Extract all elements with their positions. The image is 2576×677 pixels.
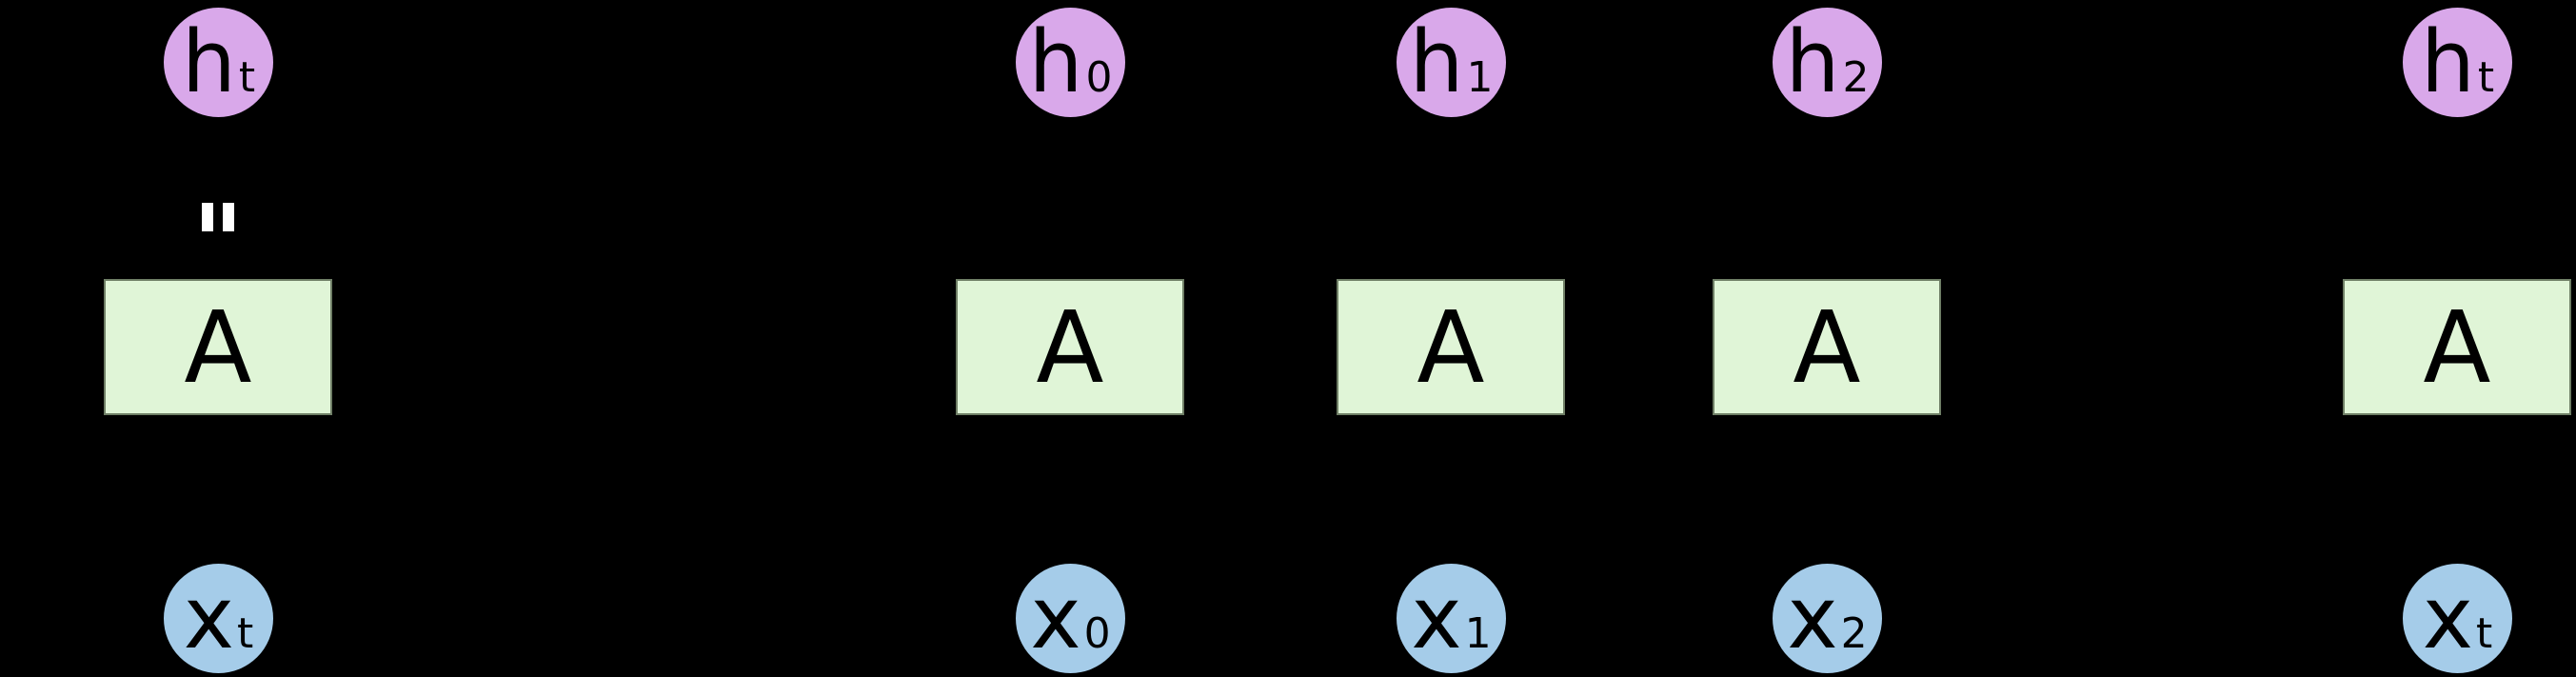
node-subscript: 2 — [1840, 608, 1868, 658]
equals-bar-right — [223, 203, 234, 231]
node-subscript: t — [2476, 608, 2493, 658]
cell-label: A — [184, 289, 252, 406]
cell-label: A — [2423, 289, 2491, 406]
node-subscript: 0 — [1083, 608, 1111, 658]
rnn-cell-rolled: A — [104, 279, 332, 415]
rnn-cell-2: A — [1713, 279, 1941, 415]
equals-icon — [202, 203, 234, 231]
node-label: h — [1028, 11, 1083, 112]
node-label: x — [1411, 567, 1462, 668]
rnn-cell-1: A — [1337, 279, 1565, 415]
node-label: h — [1409, 11, 1464, 112]
node-label: x — [1030, 567, 1081, 668]
node-label: h — [1785, 11, 1840, 112]
node-subscript: 2 — [1842, 52, 1870, 102]
rnn-cell-t: A — [2343, 279, 2571, 415]
cell-label: A — [1793, 289, 1861, 406]
node-subscript: t — [238, 52, 256, 102]
node-subscript: 1 — [1466, 52, 1494, 102]
node-label: x — [2422, 567, 2473, 668]
node-subscript: 0 — [1085, 52, 1113, 102]
equals-bar-left — [202, 203, 213, 231]
cell-label: A — [1036, 289, 1104, 406]
rnn-cell-0: A — [956, 279, 1184, 415]
node-label: x — [183, 567, 234, 668]
node-subscript: t — [237, 608, 254, 658]
cell-label: A — [1417, 289, 1485, 406]
node-subscript: t — [2477, 52, 2495, 102]
node-label: x — [1787, 567, 1838, 668]
node-subscript: 1 — [1464, 608, 1492, 658]
node-label: h — [181, 11, 236, 112]
node-label: h — [2420, 11, 2475, 112]
